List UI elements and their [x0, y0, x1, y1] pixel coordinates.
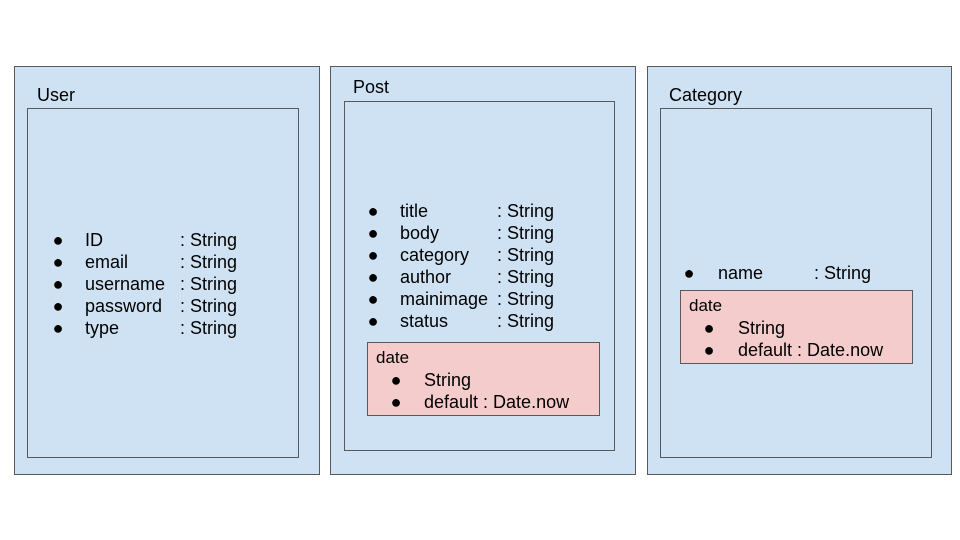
post-field-list: ● title : String ● body : String ● category : … — [367, 200, 607, 332]
field-type: : String — [814, 263, 872, 283]
user-panel: User ● ID : String ● email : String ● usernam… — [14, 66, 320, 475]
date-item-text: String — [738, 318, 786, 338]
bullet-icon: ● — [367, 201, 379, 221]
post-panel-title: Post — [353, 77, 390, 97]
category-fields-box: ● name : String date ● String ● default : Da… — [660, 108, 932, 458]
field-type: : String — [497, 201, 555, 221]
bullet-icon: ● — [367, 223, 379, 243]
field-name: name — [718, 263, 764, 283]
user-field-row: ● password : String — [52, 295, 292, 317]
field-name: ID — [85, 230, 103, 250]
user-field-list: ● ID : String ● email : String ● username : St… — [52, 229, 292, 339]
bullet-icon: ● — [390, 392, 402, 412]
bullet-icon: ● — [52, 252, 64, 272]
date-item-text: String — [424, 370, 472, 390]
field-name: password — [85, 296, 163, 316]
field-type: : String — [180, 318, 238, 338]
post-field-row: ● title : String — [367, 200, 607, 222]
date-item-text: default : Date.now — [738, 340, 884, 360]
bullet-icon: ● — [367, 289, 379, 309]
field-type: : String — [497, 267, 555, 287]
field-name: body — [400, 223, 440, 243]
field-type: : String — [497, 245, 555, 265]
bullet-icon: ● — [52, 230, 64, 250]
post-fields-box: ● title : String ● body : String ● category : … — [344, 101, 615, 451]
category-field-row: ● name : String — [683, 262, 923, 284]
field-type: : String — [497, 223, 555, 243]
post-field-row: ● status : String — [367, 310, 607, 332]
bullet-icon: ● — [703, 318, 715, 338]
field-name: title — [400, 201, 429, 221]
field-name: category — [400, 245, 470, 265]
user-field-row: ● ID : String — [52, 229, 292, 251]
post-field-row: ● mainimage : String — [367, 288, 607, 310]
bullet-icon: ● — [367, 311, 379, 331]
field-name: mainimage — [400, 289, 489, 309]
bullet-icon: ● — [683, 263, 695, 283]
user-field-row: ● type : String — [52, 317, 292, 339]
bullet-icon: ● — [367, 267, 379, 287]
user-field-row: ● username : String — [52, 273, 292, 295]
user-fields-box: ● ID : String ● email : String ● username : St… — [27, 108, 299, 458]
date-title: date — [376, 348, 410, 367]
field-type: : String — [497, 311, 555, 331]
category-field-list: ● name : String — [683, 262, 923, 284]
post-panel: Post ● title : String ● body : String ● categ… — [330, 66, 636, 475]
post-field-row: ● author : String — [367, 266, 607, 288]
field-name: username — [85, 274, 166, 294]
bullet-icon: ● — [390, 370, 402, 390]
post-field-row: ● body : String — [367, 222, 607, 244]
field-type: : String — [180, 230, 238, 250]
bullet-icon: ● — [52, 274, 64, 294]
field-type: : String — [180, 296, 238, 316]
date-item-text: default : Date.now — [424, 392, 570, 412]
user-field-row: ● email : String — [52, 251, 292, 273]
field-name: status — [400, 311, 449, 331]
field-type: : String — [497, 289, 555, 309]
post-date-box: date ● String ● default : Date.now — [367, 342, 600, 416]
category-panel: Category ● name : String date ● String ● def… — [647, 66, 952, 475]
bullet-icon: ● — [367, 245, 379, 265]
category-date-box: date ● String ● default : Date.now — [680, 290, 913, 364]
date-title: date — [689, 296, 723, 315]
field-name: email — [85, 252, 129, 272]
field-type: : String — [180, 252, 238, 272]
field-type: : String — [180, 274, 238, 294]
bullet-icon: ● — [52, 318, 64, 338]
user-panel-title: User — [37, 85, 76, 105]
field-name: type — [85, 318, 120, 338]
field-name: author — [400, 267, 452, 287]
bullet-icon: ● — [703, 340, 715, 360]
category-panel-title: Category — [669, 85, 743, 105]
post-field-row: ● category : String — [367, 244, 607, 266]
bullet-icon: ● — [52, 296, 64, 316]
